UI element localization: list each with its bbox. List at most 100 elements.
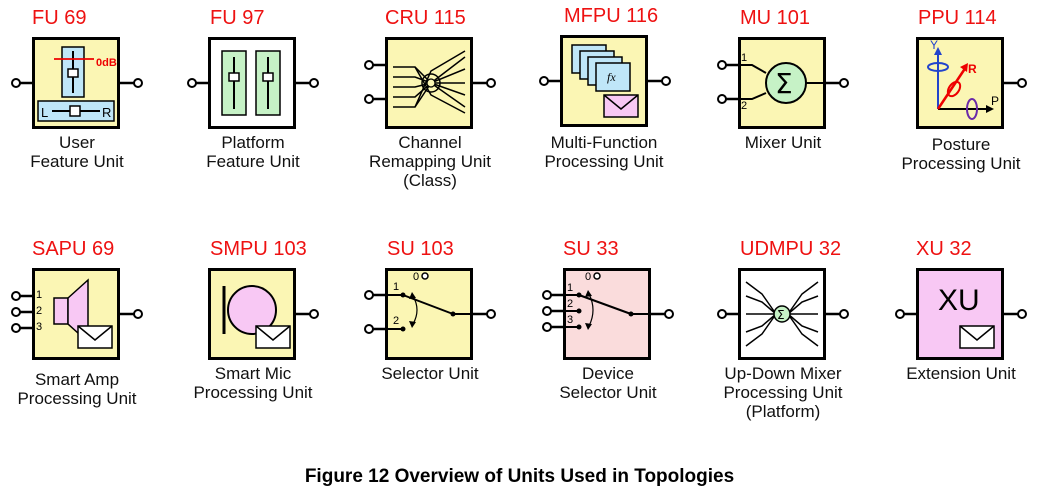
pin-out [118, 309, 143, 319]
pin-in-1 [542, 290, 565, 300]
unit-udmpu-32: UDMPU 32 Σ Up-Down Mixer Processing Unit… [717, 238, 898, 448]
extension-unit-icon: XU [938, 284, 995, 349]
mixer-sigma-icon: Σ 1 2 [738, 52, 826, 112]
pin-in-2 [11, 307, 34, 317]
pin-out [824, 78, 849, 88]
pin-in-1 [11, 291, 34, 301]
speaker-icon: 1 2 3 [36, 278, 113, 349]
input-3-label: 3 [567, 314, 573, 326]
sigma-symbol: Σ [775, 67, 793, 100]
unit-cru-115: CRU 115 Channel Remapping Unit (Class) [364, 7, 545, 217]
unit-ppu-114: PPU 114 Y R P Posture Processing Unit [901, 7, 1039, 217]
unit-code: SU 103 [387, 238, 454, 260]
pin-out [649, 309, 674, 319]
channel-remap-icon [393, 50, 466, 114]
unit-fu-69: FU 69 0dB L R User Feature Unit [11, 7, 192, 217]
unit-label: Posture Processing Unit [901, 135, 1021, 173]
pin-in-2 [717, 94, 740, 104]
pin-in-1 [364, 290, 387, 300]
unit-code: SAPU 69 [32, 238, 115, 260]
unit-label: Channel Remapping Unit (Class) [369, 133, 491, 190]
unit-code: XU 32 [916, 238, 972, 260]
unit-code: SU 33 [563, 238, 619, 260]
unit-label: Device Selector Unit [559, 364, 657, 402]
unit-code: FU 97 [210, 7, 265, 29]
platform-feature-faders-icon [221, 50, 281, 116]
unit-mfpu-116: MFPU 116 fx Multi-Function Processing Un… [539, 5, 720, 215]
multi-function-icon: fx [571, 44, 639, 118]
input-1-label: 1 [567, 282, 573, 294]
input-3-label: 3 [36, 321, 42, 333]
pin-in [717, 309, 740, 319]
pin-in-3 [11, 323, 34, 333]
pin-out [646, 76, 671, 86]
unit-code: MU 101 [740, 7, 811, 29]
pin-in [11, 78, 34, 88]
unit-code: PPU 114 [918, 7, 997, 29]
pin-out [1002, 309, 1027, 319]
pin-out [824, 309, 849, 319]
device-selector-switch-icon: 0 1 2 3 [563, 271, 651, 330]
pin-in-1 [717, 60, 740, 70]
unit-label: Smart Amp Processing Unit [17, 370, 137, 408]
pin-out [471, 78, 496, 88]
unit-label: Platform Feature Unit [206, 133, 300, 171]
selector-switch-icon: 0 1 2 [385, 271, 473, 332]
up-down-mixer-icon: Σ [745, 281, 819, 347]
pin-in [539, 76, 562, 86]
unit-label: Mixer Unit [744, 133, 822, 152]
unit-label: User Feature Unit [30, 133, 124, 171]
function-symbol: fx [607, 70, 616, 84]
axis-y-label: Y [930, 38, 938, 52]
axis-r-label: R [968, 62, 977, 76]
pin-out [471, 309, 496, 319]
unit-code: MFPU 116 [564, 5, 659, 27]
unit-code: SMPU 103 [210, 238, 307, 260]
unit-code: FU 69 [32, 7, 87, 29]
pin-in [187, 78, 210, 88]
axis-p-label: P [991, 94, 999, 108]
user-feature-fader-icon: 0dB L R [37, 46, 117, 122]
unit-fu-97: FU 97 Platform Feature Unit [187, 7, 368, 217]
balance-right-label: R [102, 105, 111, 120]
posture-axes-icon: Y R P [927, 38, 999, 120]
box-text: XU [938, 284, 980, 317]
input-0-label: 0 [413, 271, 419, 283]
pin-in-1 [364, 60, 387, 70]
input-1-label: 1 [393, 281, 399, 293]
pin-in-2 [542, 306, 565, 316]
input-1-label: 1 [741, 52, 747, 64]
unit-sapu-69: SAPU 69 1 2 3 Smart Amp Processing Unit [11, 238, 192, 448]
microphone-icon [222, 285, 291, 349]
input-1-label: 1 [36, 289, 42, 301]
unit-smpu-103: SMPU 103 Smart Mic Processing Unit [193, 238, 368, 448]
unit-code: UDMPU 32 [740, 238, 842, 260]
unit-code: CRU 115 [385, 7, 466, 29]
unit-label: Multi-Function Processing Unit [544, 133, 664, 171]
input-2-label: 2 [741, 100, 747, 112]
pin-out [294, 309, 319, 319]
unit-label: Up-Down Mixer Processing Unit (Platform) [723, 364, 843, 421]
pin-out [294, 78, 319, 88]
pin-in [895, 309, 918, 319]
unit-mu-101: MU 101 Σ 1 2 Mixer Unit [717, 7, 898, 217]
balance-left-label: L [41, 105, 48, 120]
pin-out [118, 78, 143, 88]
unit-su-103: SU 103 0 1 2 Selector Unit [364, 238, 545, 448]
pin-in-2 [364, 324, 387, 334]
unit-label: Extension Unit [906, 364, 1016, 383]
unit-su-33: SU 33 0 1 2 3 Device Selector Unit [542, 238, 723, 448]
input-2-label: 2 [393, 315, 399, 327]
pin-in-3 [542, 322, 565, 332]
input-0-label: 0 [585, 271, 591, 283]
figure-caption: Figure 12 Overview of Units Used in Topo… [304, 466, 735, 487]
unit-label: Smart Mic Processing Unit [193, 364, 313, 402]
unit-xu-32: XU 32 XU Extension Unit [895, 238, 1039, 448]
pin-out [1002, 78, 1027, 88]
unit-label: Selector Unit [381, 364, 479, 383]
input-2-label: 2 [36, 305, 42, 317]
fader-level-label: 0dB [96, 57, 117, 69]
sigma-symbol: Σ [777, 308, 785, 322]
input-2-label: 2 [567, 298, 573, 310]
pin-in-2 [364, 94, 387, 104]
